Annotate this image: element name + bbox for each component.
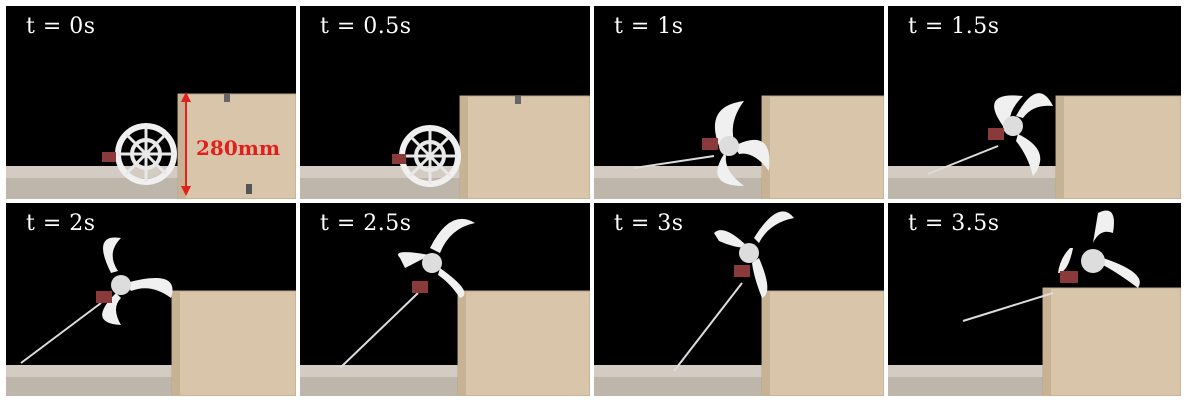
frame-panel-6: t = 2.5s [300,203,590,396]
time-label: t = 2.5s [320,211,412,236]
frame-panel-5: t = 2s [6,203,296,396]
frame-image-8 [888,210,1181,396]
frame-image-5 [6,237,296,396]
frame-panel-3: t = 1s [594,6,884,199]
frame-image-7 [594,211,884,396]
time-label: t = 1.5s [908,14,1000,39]
dimension-label: 280mm [196,136,281,160]
frame-image-1 [6,93,296,199]
frame-image-3 [594,95,884,199]
frame-image-4 [888,93,1181,199]
frame-image-2 [300,95,590,199]
frame-panel-7: t = 3s [594,203,884,396]
time-label: t = 0s [26,14,96,39]
frame-panel-4: t = 1.5s [888,6,1181,199]
frame-panel-2: t = 0.5s [300,6,590,199]
time-label: t = 3s [614,211,684,236]
time-label: t = 3.5s [908,211,1000,236]
time-label: t = 1s [614,14,684,39]
frame-panel-1: 280mm t = 0s [6,6,296,199]
time-label: t = 2s [26,211,96,236]
frame-image-6 [300,218,590,396]
frame-panel-8: t = 3.5s [888,203,1181,396]
time-label: t = 0.5s [320,14,412,39]
